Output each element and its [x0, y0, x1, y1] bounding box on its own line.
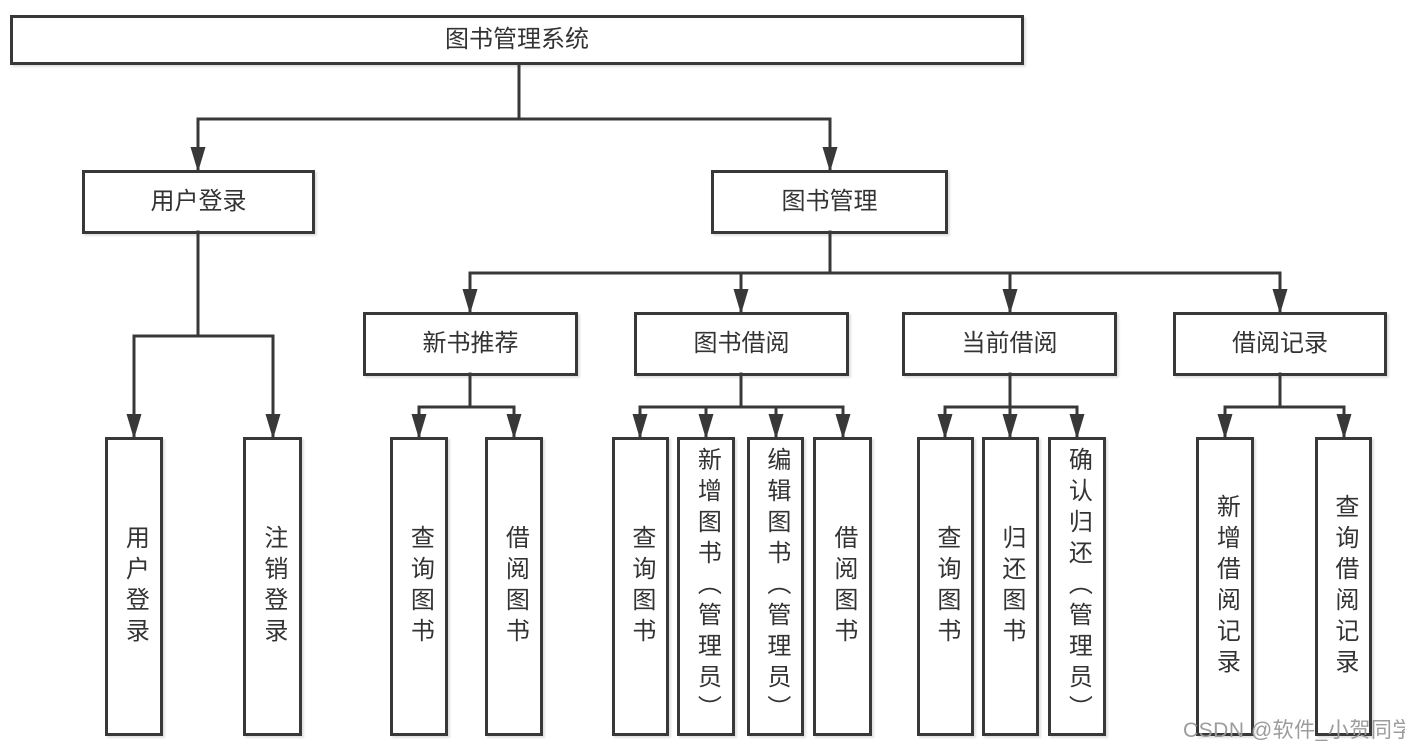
- arrow-down-icon: [506, 414, 522, 439]
- arrow-down-icon: [632, 414, 648, 439]
- leaf-current-query-book: 查询图书: [917, 437, 974, 736]
- leaf-label: 查询借阅记录: [1330, 493, 1358, 680]
- arrow-down-icon: [1217, 414, 1233, 439]
- leaf-label: 确认归还（管理员）: [1064, 447, 1092, 726]
- arrow-down-icon: [1069, 414, 1085, 439]
- leaf-label: 新增图书（管理员）: [693, 447, 721, 726]
- node-label: 图书管理: [781, 187, 878, 215]
- leaf-label: 注销登录: [259, 524, 287, 649]
- arrow-down-icon: [822, 147, 838, 172]
- arrow-down-icon: [835, 414, 851, 439]
- arrow-down-icon: [1272, 289, 1288, 314]
- leaf-label: 编辑图书（管理员）: [762, 447, 790, 726]
- leaf-label: 查询图书: [627, 524, 655, 649]
- leaf-borrowing-query-book: 查询图书: [612, 437, 669, 736]
- arrow-down-icon: [1336, 414, 1352, 439]
- node-book-borrowing: 图书借阅: [634, 312, 849, 376]
- arrow-down-icon: [411, 414, 427, 439]
- leaf-recommend-query-book: 查询图书: [390, 437, 448, 736]
- leaf-borrowing-add-book: 新增图书（管理员）: [677, 437, 735, 736]
- leaf-label: 归还图书: [997, 524, 1025, 649]
- leaf-records-query-record: 查询借阅记录: [1315, 437, 1372, 736]
- leaf-logout: 注销登录: [243, 437, 302, 736]
- arrow-down-icon: [937, 414, 953, 439]
- leaf-current-return-book: 归还图书: [982, 437, 1039, 736]
- arrow-down-icon: [462, 289, 478, 314]
- arrow-down-icon: [1002, 289, 1018, 314]
- node-new-book-recommend: 新书推荐: [363, 312, 578, 376]
- leaf-label: 新增借阅记录: [1212, 493, 1240, 680]
- leaf-recommend-borrow-book: 借阅图书: [485, 437, 543, 736]
- arrow-down-icon: [733, 289, 749, 314]
- leaf-label: 查询图书: [932, 524, 960, 649]
- arrow-down-icon: [126, 414, 142, 439]
- leaf-borrowing-borrow-book: 借阅图书: [813, 437, 872, 736]
- node-label: 新书推荐: [422, 329, 519, 357]
- node-label: 当前借阅: [961, 329, 1058, 357]
- leaf-label: 用户登录: [121, 524, 149, 649]
- arrow-down-icon: [190, 147, 206, 172]
- node-root-label: 图书管理系统: [445, 25, 589, 53]
- leaf-label: 借阅图书: [829, 524, 857, 649]
- node-label: 借阅记录: [1232, 329, 1328, 357]
- leaf-label: 借阅图书: [501, 524, 529, 649]
- node-book-management: 图书管理: [711, 170, 948, 234]
- arrow-down-icon: [1002, 414, 1018, 439]
- leaf-label: 查询图书: [406, 524, 434, 649]
- leaf-current-confirm-return: 确认归还（管理员）: [1048, 437, 1106, 736]
- leaf-user-login: 用户登录: [105, 437, 163, 736]
- node-root: 图书管理系统: [10, 15, 1024, 65]
- node-current-borrowing: 当前借阅: [902, 312, 1117, 376]
- watermark: CSDN @软件_小贺同学: [1183, 719, 1405, 742]
- arrow-down-icon: [265, 414, 281, 439]
- leaf-records-add-record: 新增借阅记录: [1196, 437, 1254, 736]
- node-borrow-records: 借阅记录: [1173, 312, 1387, 376]
- node-label: 图书借阅: [693, 329, 790, 357]
- node-user-login: 用户登录: [82, 170, 315, 234]
- connector-lines: [132, 62, 1346, 440]
- leaf-borrowing-edit-book: 编辑图书（管理员）: [747, 437, 804, 736]
- arrow-down-icon: [698, 414, 714, 439]
- node-label: 用户登录: [150, 187, 247, 215]
- arrow-down-icon: [768, 414, 784, 439]
